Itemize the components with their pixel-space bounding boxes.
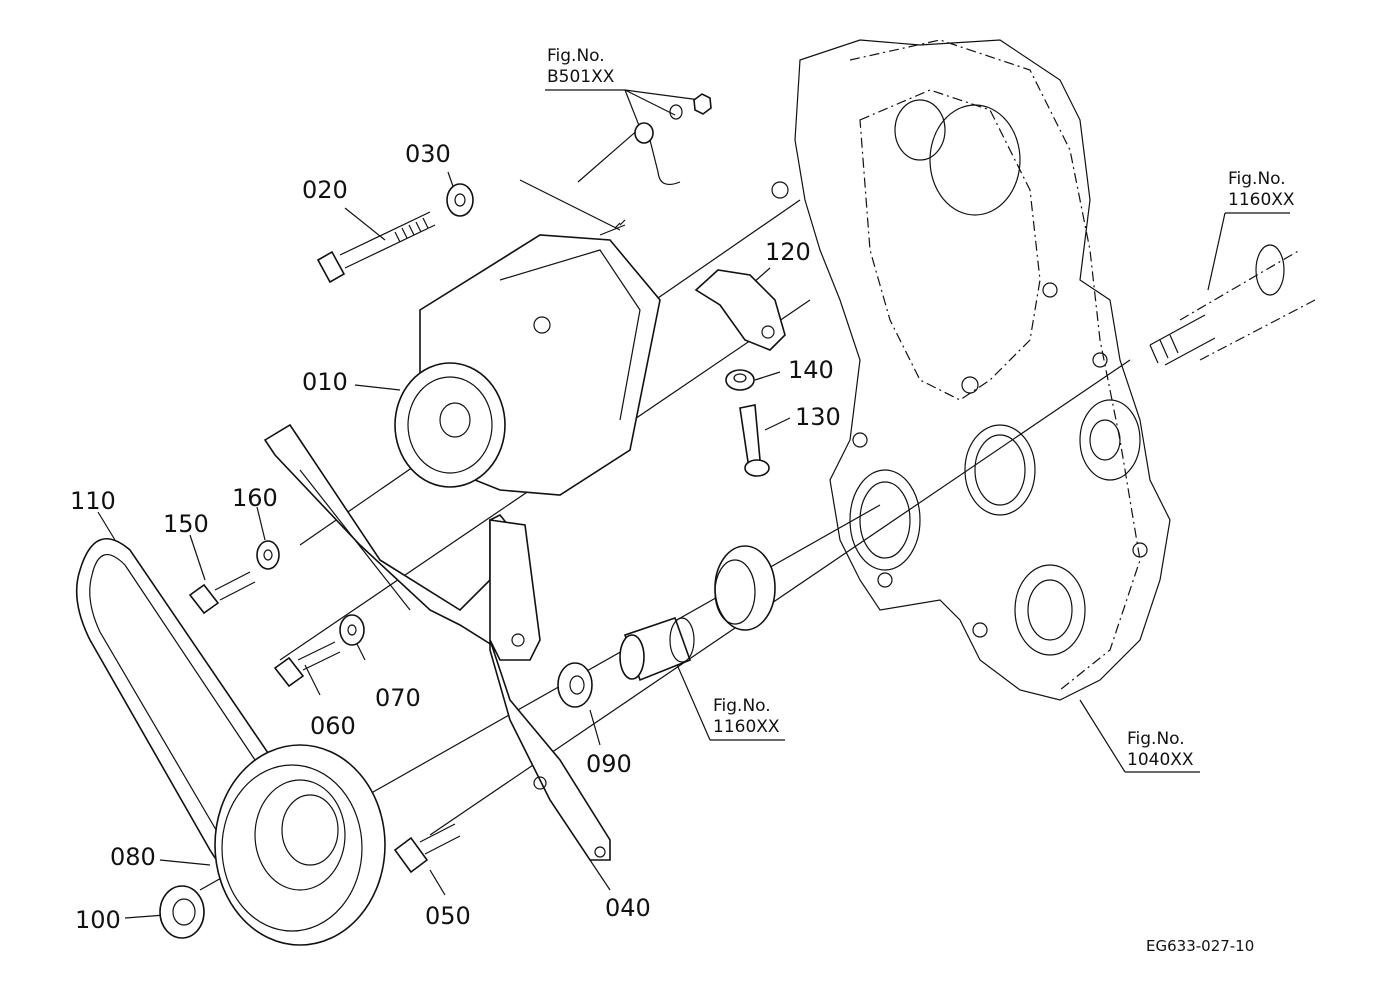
- washer-030: [446, 183, 474, 217]
- bushing: [619, 616, 695, 682]
- fig-ref-line2: 1160XX: [713, 717, 780, 738]
- oil-seal: [714, 545, 776, 631]
- label-100: 100: [75, 906, 121, 934]
- fig-ref-line2: 1160XX: [1228, 190, 1295, 211]
- fig-ref-line1: Fig.No.: [1228, 169, 1286, 189]
- fig-ref-line2: 1040XX: [1127, 750, 1194, 771]
- label-080: 080: [110, 843, 156, 871]
- adjust-plate-120: [694, 269, 786, 351]
- label-110: 110: [70, 487, 116, 515]
- label-030: 030: [405, 140, 451, 168]
- fig-ref-line1: Fig.No.: [713, 696, 771, 716]
- fig-ref-line1: Fig.No.: [547, 46, 605, 66]
- bolt-050: [393, 823, 461, 874]
- alternator: [394, 219, 661, 496]
- label-040: 040: [605, 894, 651, 922]
- label-070: 070: [375, 684, 421, 712]
- label-050: 050: [425, 902, 471, 930]
- nut-100: [159, 885, 205, 939]
- bolt-130: [739, 404, 770, 477]
- label-010: 010: [302, 368, 348, 396]
- fig-ref-1040xx: Fig.No. 1040XX: [1127, 729, 1194, 772]
- bolt-150: [188, 571, 256, 615]
- nut-140: [725, 369, 755, 391]
- label-060: 060: [310, 712, 356, 740]
- crankshaft-end: [1149, 244, 1316, 366]
- gear-case: [771, 39, 1171, 701]
- fig-ref-line2: B501XX: [547, 67, 615, 88]
- label-020: 020: [302, 176, 348, 204]
- label-150: 150: [163, 510, 209, 538]
- label-120: 120: [765, 238, 811, 266]
- washer-090: [557, 662, 593, 708]
- label-140: 140: [788, 356, 834, 384]
- fig-ref-b501xx: Fig.No. B501XX: [547, 46, 614, 89]
- pulley-080: [214, 744, 386, 946]
- bracket-040: [489, 519, 611, 861]
- fig-ref-1160xx-shaft: Fig.No. 1160XX: [1228, 169, 1295, 212]
- washer-160: [256, 540, 280, 570]
- washer-070: [339, 614, 365, 646]
- drawing-code: EG633-027-10: [1146, 937, 1255, 955]
- bolt-020: [316, 211, 436, 284]
- fig-ref-line1: Fig.No.: [1127, 729, 1185, 749]
- fig-ref-1160xx-bushing: Fig.No. 1160XX: [713, 696, 780, 739]
- label-130: 130: [795, 403, 841, 431]
- bolt-060: [273, 641, 341, 688]
- label-160: 160: [232, 484, 278, 512]
- label-090: 090: [586, 750, 632, 778]
- terminal-parts: [634, 93, 712, 185]
